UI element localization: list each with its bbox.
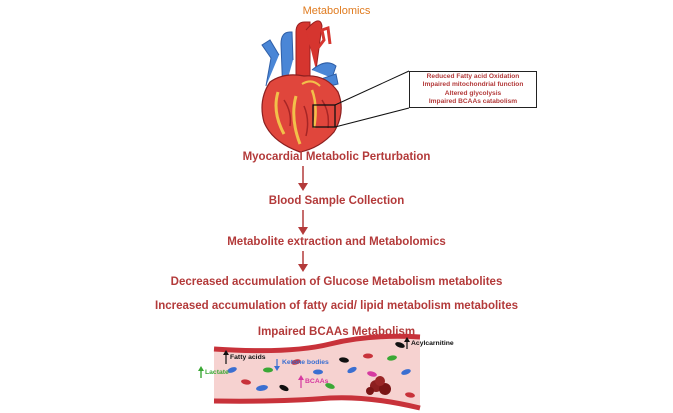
lactate-label: Lactate [205, 369, 229, 376]
ketone-bodies-label: Ketone bodies [282, 359, 329, 366]
step-perturbation: Myocardial Metabolic Perturbation [242, 151, 431, 163]
callout-item: Altered glycolysis [444, 89, 502, 97]
callout-item: Impaired BCAAs catabolism [428, 98, 518, 106]
fatty-acids-label: Fatty acids [230, 354, 266, 361]
step-fatty-acid: Increased accumulation of fatty acid/ li… [155, 300, 518, 312]
callout-item: Reduced Fatty acid Oxidation [426, 73, 520, 80]
arrow-down-icon [298, 210, 308, 235]
step-extraction: Metabolite extraction and Metabolomics [227, 236, 446, 248]
acylcarnitine-label: Acylcarnitine [411, 340, 454, 347]
callout-item: Impaired mitochondrial function [422, 81, 524, 89]
step-glucose: Decreased accumulation of Glucose Metabo… [170, 276, 503, 288]
bcaas-label: BCAAs [305, 378, 329, 385]
title: Metabolomics [302, 5, 371, 17]
arrow-down-icon [298, 251, 308, 272]
step-collection: Blood Sample Collection [268, 195, 405, 207]
arrow-down-icon [298, 166, 308, 191]
callout-box: Reduced Fatty acid Oxidation Impaired mi… [409, 71, 537, 108]
